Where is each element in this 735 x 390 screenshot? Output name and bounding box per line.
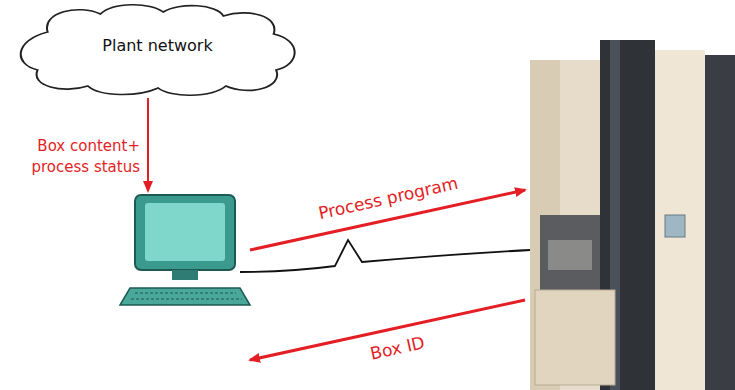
data-arrow <box>147 98 149 191</box>
process-tool <box>530 40 735 390</box>
flow-label: Box ID <box>369 332 427 364</box>
flow-label: Box content+ process status <box>2 136 140 178</box>
node-text: Plant network <box>10 36 305 55</box>
cable <box>240 240 530 272</box>
computer-icon <box>120 195 250 305</box>
flow-label: Process program <box>316 172 460 223</box>
cloud-node: Plant network <box>10 2 305 97</box>
